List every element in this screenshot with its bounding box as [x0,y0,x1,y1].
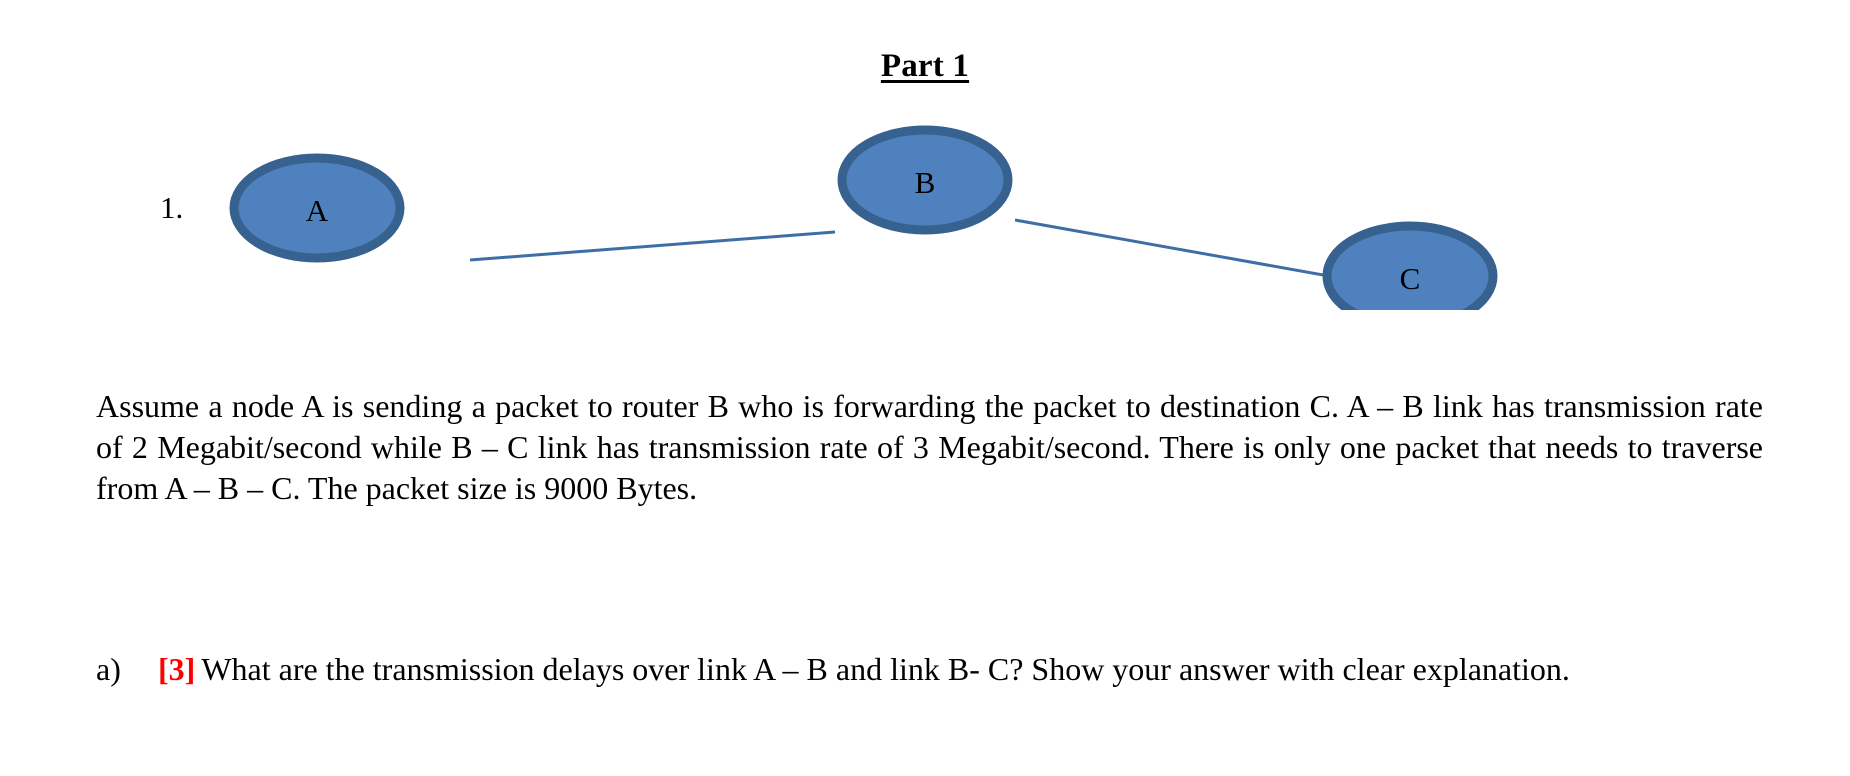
network-topology-graphic [229,125,1498,310]
question-body: [3]What are the transmission delays over… [158,648,1763,690]
link-a-b [469,230,836,262]
question-marker: a) [96,651,121,687]
problem-statement-text: Assume a node A is sending a packet to r… [96,388,1763,506]
node-b-ellipse[interactable] [837,125,1013,235]
network-diagram: 1. A B C [0,110,1850,310]
link-b-c [1014,218,1341,280]
page-title: Part 1 [0,48,1850,85]
question-item-a: a) [3]What are the transmission delays o… [96,648,1763,690]
problem-statement: Assume a node A is sending a packet to r… [96,386,1763,509]
question-list: a) [3]What are the transmission delays o… [96,648,1763,690]
page-title-text: Part 1 [880,48,970,84]
question-number-label: 1. [160,190,184,225]
question-text: What are the transmission delays over li… [201,651,1570,687]
node-a-ellipse[interactable] [229,153,405,263]
node-c-ellipse[interactable] [1322,221,1498,310]
marks-badge: [3] [158,651,196,687]
